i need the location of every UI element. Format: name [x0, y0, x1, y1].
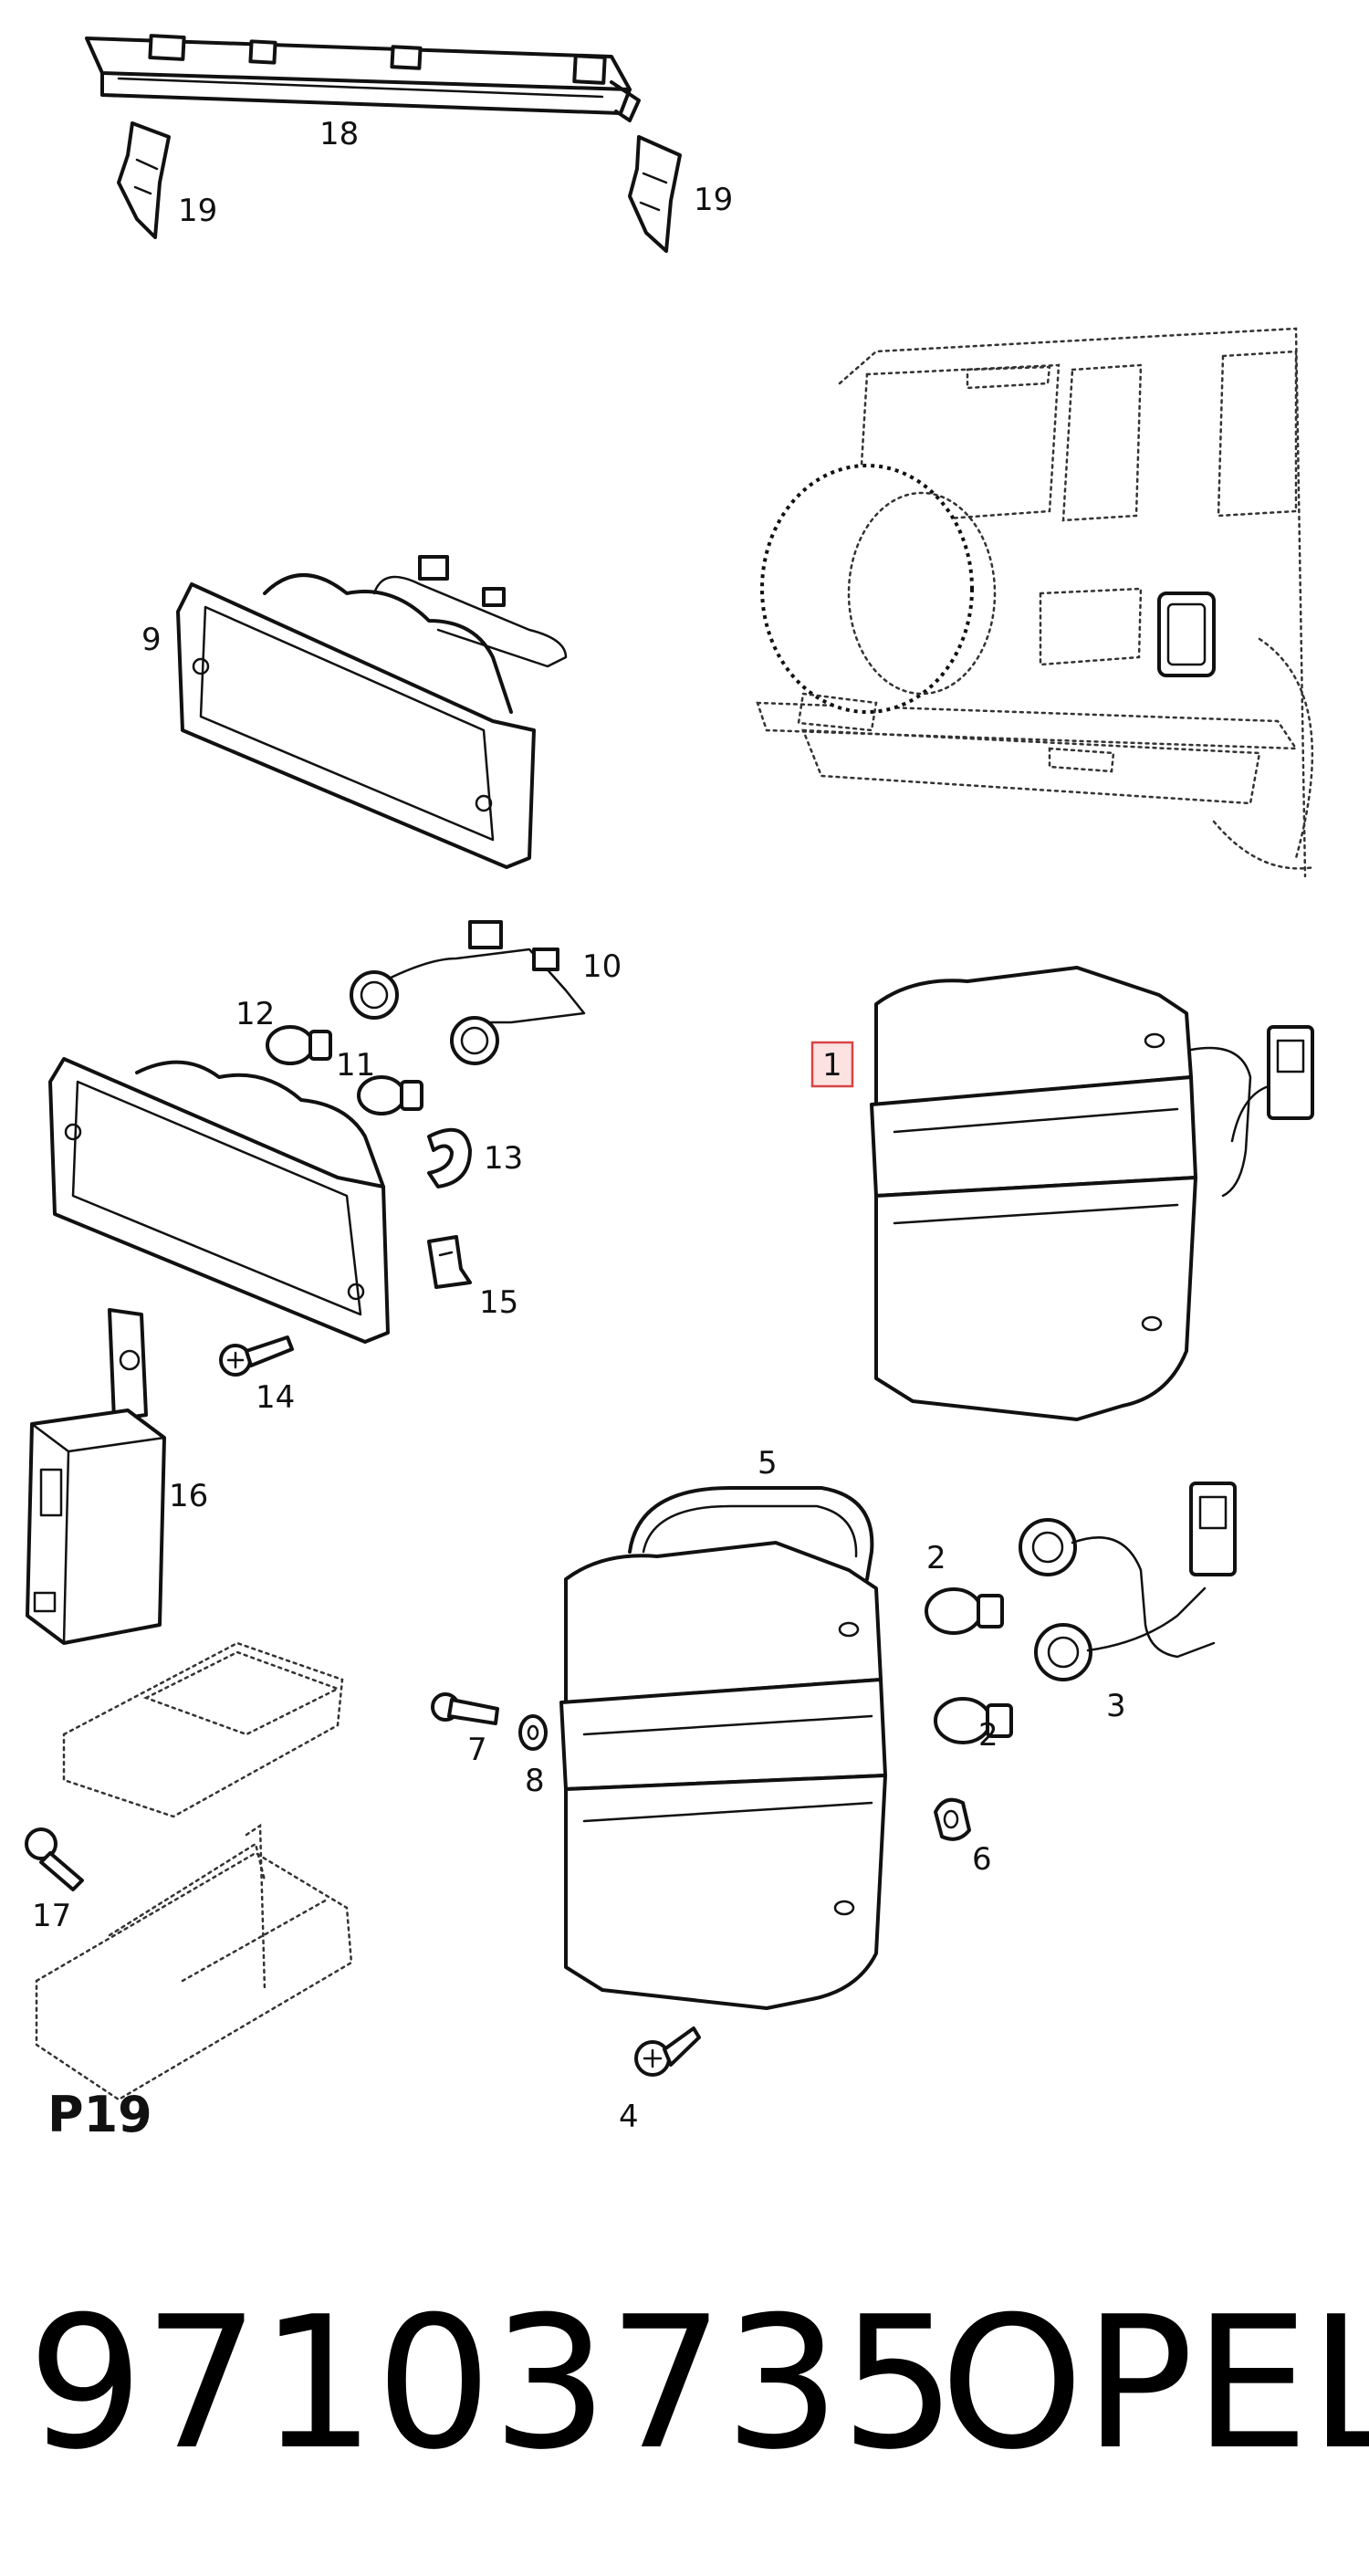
callout-9: 9 — [141, 622, 162, 658]
callout-3: 3 — [1106, 1688, 1126, 1724]
lamp-assembly-lower — [559, 1541, 887, 2010]
callout-2-lower: 2 — [978, 1717, 998, 1754]
callout-2-upper: 2 — [926, 1540, 946, 1576]
part-4-screw — [634, 2026, 701, 2077]
callout-8: 8 — [525, 1763, 545, 1799]
callout-7: 7 — [467, 1732, 487, 1768]
part-15-bracket — [427, 1235, 472, 1289]
part-16-relay — [26, 1308, 166, 1645]
callout-16: 16 — [169, 1478, 208, 1514]
brand-name: OPEL — [940, 2278, 1369, 2490]
callout-18: 18 — [319, 116, 359, 152]
callout-4: 4 — [619, 2099, 639, 2135]
callout-6: 6 — [972, 1841, 992, 1878]
page-label: P19 — [47, 2086, 152, 2143]
vehicle-rear-view — [756, 327, 1316, 878]
part-17-screw — [25, 1827, 84, 1891]
part-19-bracket-left — [117, 121, 171, 239]
callout-5: 5 — [758, 1445, 778, 1482]
part-3-socket-harness — [1019, 1482, 1237, 1681]
part-7-bolt — [431, 1692, 499, 1725]
part-9-lamp-housing — [176, 555, 568, 869]
part-1-tail-lamp-assembly — [870, 966, 1314, 1421]
callout-1: 1 — [822, 1047, 842, 1084]
callout-19-right: 19 — [694, 182, 733, 218]
part-14-screw — [219, 1335, 294, 1377]
callout-1-highlight — [810, 1041, 854, 1088]
callout-12: 12 — [235, 996, 275, 1032]
part-11-bulb — [357, 1075, 423, 1115]
callout-10: 10 — [582, 948, 622, 985]
part-6-grommet — [934, 1797, 971, 1841]
part-10-wiring-harness — [350, 920, 586, 1065]
part-number: 97103735 — [27, 2278, 956, 2490]
part-2-bulb-upper — [925, 1587, 1004, 1635]
part-18-light-bar — [85, 34, 641, 122]
callout-15: 15 — [479, 1284, 518, 1321]
lamp-housing-lower — [48, 1057, 390, 1344]
part-19-bracket-right — [628, 135, 682, 253]
callout-14: 14 — [256, 1379, 295, 1416]
fuse-box-base — [35, 1641, 353, 2101]
callout-17: 17 — [32, 1898, 71, 1934]
part-12-bulb — [266, 1025, 332, 1065]
part-13-clip — [427, 1127, 472, 1189]
callout-13: 13 — [484, 1140, 523, 1177]
part-8-washer — [518, 1714, 548, 1751]
callout-11: 11 — [336, 1047, 375, 1084]
part-2-bulb-lower — [934, 1697, 1013, 1744]
part-5-gasket — [628, 1486, 874, 1581]
callout-19-left: 19 — [178, 193, 217, 229]
